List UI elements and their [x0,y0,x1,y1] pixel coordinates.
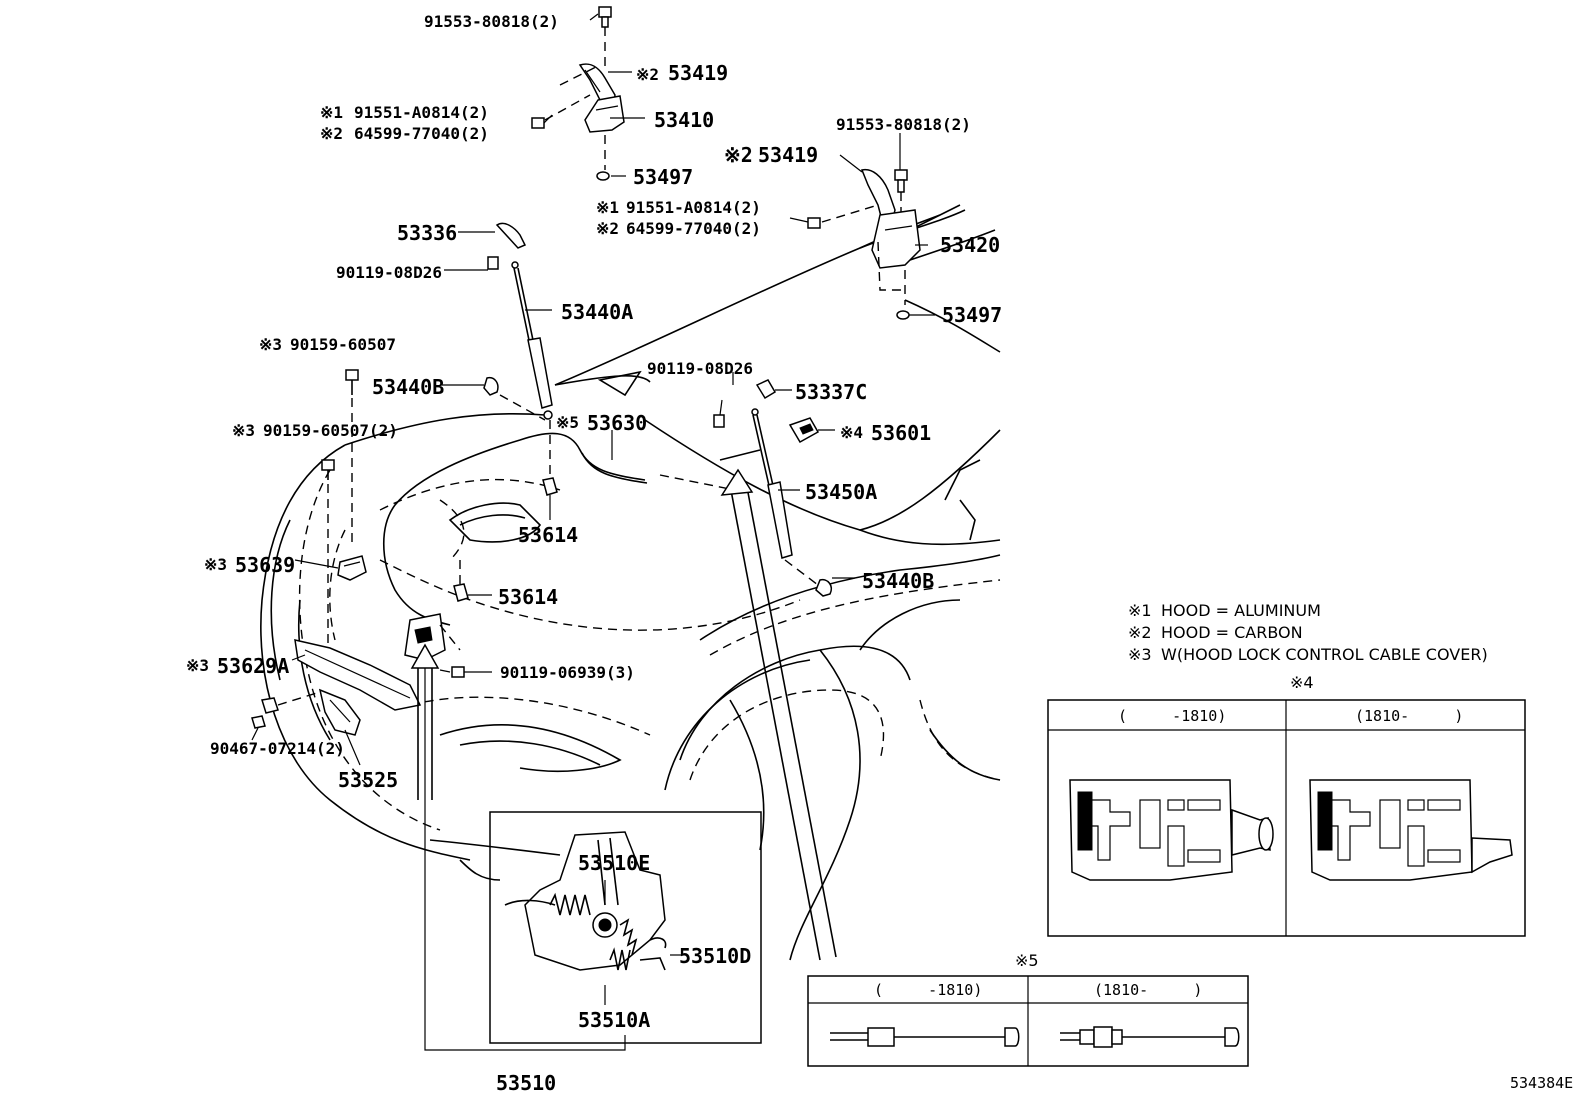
note-mark: ※5 [556,413,579,432]
connector-new [1309,779,1513,881]
label-53420: 53420 [940,233,1000,257]
label-53410: 53410 [654,108,714,132]
label-53337C: 53337C [795,380,867,404]
table-4-title: ※4 [1290,673,1314,692]
hood-support-strut-right [713,379,832,597]
label-53510A: 53510A [578,1008,650,1032]
label-53440A: 53440A [561,300,633,324]
label-53497: 53497 [633,165,693,189]
table-variant-5: ※5 ( -1810) (1810- ) [807,951,1249,1067]
label-91551-A0814: 91551-A0814(2) [354,103,489,122]
cable-new [1060,1026,1240,1048]
label-91551-A0814-right: 91551-A0814(2) [626,198,761,217]
connector-old [1069,779,1274,881]
label-64599-77040-right: 64599-77040(2) [626,219,761,238]
leader-lines [251,13,935,1051]
note-1-text: HOOD = ALUMINUM [1161,601,1321,620]
hood-lock-inset [489,811,762,1044]
table-4-col2: (1810- ) [1355,707,1463,725]
note-mark: ※1 [320,103,343,122]
note-mark: ※2 [320,124,343,143]
label-64599-77040: 64599-77040(2) [354,124,489,143]
table-5-col1: ( -1810) [874,981,982,999]
label-53336: 53336 [397,221,457,245]
note-mark: ※1 [596,198,619,217]
hinge-left-assembly [531,6,625,181]
note-mark: ※3 [186,656,209,675]
label-53525: 53525 [338,768,398,792]
label-53510E: 53510E [578,851,650,875]
note-1-mark: ※1 [1128,601,1152,620]
label-53639: 53639 [235,553,295,577]
note-mark: ※2 [596,219,619,238]
note-mark: ※2 [636,65,659,84]
note-3-mark: ※3 [1128,645,1152,664]
fasteners [251,369,558,736]
note-2-mark: ※2 [1128,623,1152,642]
label-53450A: 53450A [805,480,877,504]
label-53630: 53630 [587,411,647,435]
label-90159-60507: 90159-60507 [290,335,396,354]
label-53419-right: 53419 [758,143,818,167]
label-53629A: 53629A [217,654,289,678]
label-53419: 53419 [668,61,728,85]
note-2-text: HOOD = CARBON [1161,623,1303,642]
diagram-id: 534384E [1510,1074,1573,1092]
label-90119-08D26-left: 90119-08D26 [336,263,442,282]
table-5-col2: (1810- ) [1094,981,1202,999]
label-90159-60507-2: 90159-60507(2) [263,421,398,440]
label-53614-lower: 53614 [498,585,558,609]
label-53497-right: 53497 [942,303,1002,327]
hood-release-cable [382,432,761,626]
label-91553-80818-right: 91553-80818(2) [836,115,971,134]
hood-support-strut-left [483,222,553,421]
label-53510: 53510 [496,1071,556,1095]
label-53614-upper: 53614 [518,523,578,547]
hinge-right-assembly [807,168,921,320]
note-mark: ※4 [840,423,863,442]
car-body-outline [260,204,1001,961]
note-mark: ※2 [724,143,753,167]
note-3-text: W(HOOD LOCK CONTROL CABLE COVER) [1161,645,1488,664]
note-mark: ※3 [204,555,227,574]
table-variant-4: ※4 ( -1810) (1810- ) [1047,673,1526,937]
note-mark: ※3 [259,335,282,354]
label-53440B-lower: 53440B [862,569,934,593]
table-4-col1: ( -1810) [1118,707,1226,725]
label-53440B: 53440B [372,375,444,399]
label-90119-08D26-right: 90119-08D26 [647,359,753,378]
label-53601: 53601 [871,421,931,445]
cable-old [830,1027,1020,1047]
table-5-title: ※5 [1015,951,1039,970]
label-90119-06939: 90119-06939(3) [500,663,635,682]
label-53510D: 53510D [679,944,751,968]
label-91553-80818-top: 91553-80818(2) [424,12,559,31]
part-labels: 91553-80818(2) ※2 53419 ※1 91551-A0814(2… [186,12,1002,1095]
label-90467-07214: 90467-07214(2) [210,739,345,758]
note-mark: ※3 [232,421,255,440]
notes-legend: ※1 HOOD = ALUMINUM ※2 HOOD = CARBON ※3 W… [1128,601,1488,664]
